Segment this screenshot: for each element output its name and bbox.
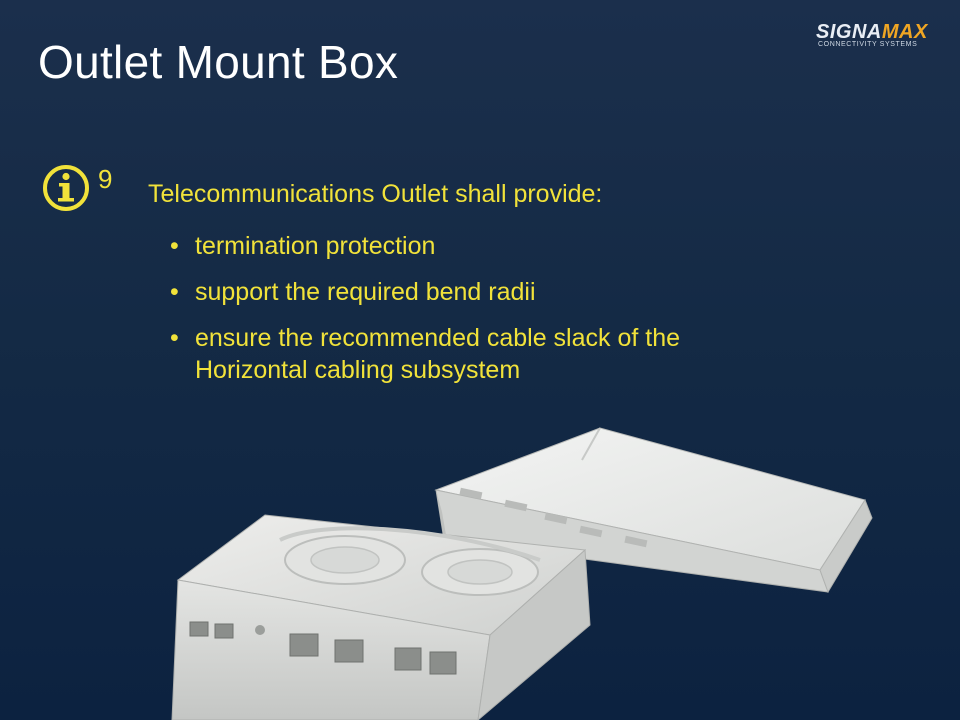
bullet-text: support the required bend radii [195,278,536,306]
lead-text: Telecommunications Outlet shall provide: [148,180,603,208]
bullet-item: • support the required bend radii [170,276,790,308]
logo-tagline: CONNECTIVITY SYSTEMS [818,41,918,48]
lid [434,427,873,594]
outlet-mount-box-image [171,427,873,720]
bullet-dot: • [170,232,179,260]
bullet-item: • ensure the recommended cable slack of t… [170,322,790,386]
info-icon [43,165,89,211]
base [171,514,591,720]
bullet-text: ensure the recommended cable slack of th… [195,324,680,384]
note-number: 9 [98,164,113,194]
signamax-logo: SIGNAMAX CONNECTIVITY SYSTEMS [816,22,946,50]
logo-text-part1: SIGNA [816,21,882,43]
bullet-dot: • [170,278,179,306]
page-title: Outlet Mount Box [38,36,399,88]
logo-text-part2: MAX [881,21,928,43]
bullet-dot: • [170,324,179,352]
bullet-item: • termination protection [170,230,790,262]
bullet-text: termination protection [195,232,436,260]
bullet-list: • termination protection • support the req… [170,230,790,400]
